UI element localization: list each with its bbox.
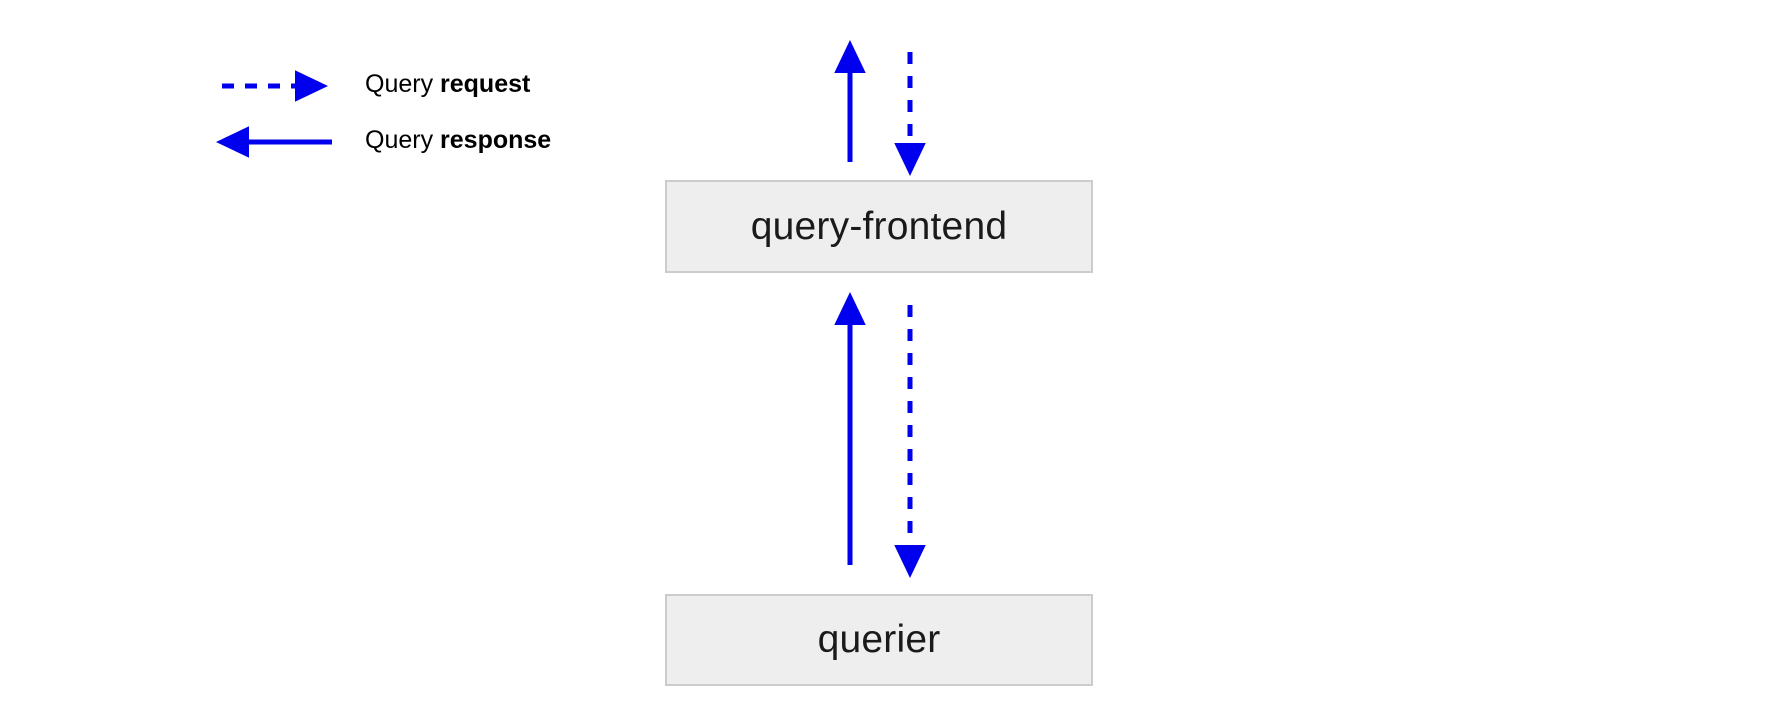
legend: Query request Query response xyxy=(200,56,720,168)
node-query-frontend[interactable]: query-frontend xyxy=(665,180,1093,273)
node-query-frontend-label: query-frontend xyxy=(750,204,1008,248)
legend-label-query-request: Query request xyxy=(365,56,530,112)
legend-keyword: response xyxy=(440,126,552,154)
edge-inbound-request xyxy=(893,52,927,164)
legend-prefix: Query xyxy=(365,126,441,154)
edge-frontend-to-querier-request xyxy=(893,305,927,567)
legend-keyword: request xyxy=(440,70,531,98)
solid-arrow-left-icon xyxy=(200,112,350,168)
dashed-arrow-right-icon xyxy=(200,56,350,112)
legend-item-query-response: Query response xyxy=(200,112,720,168)
node-querier-label: querier xyxy=(817,618,941,661)
legend-prefix: Query xyxy=(365,70,441,98)
edge-inbound-response xyxy=(833,52,867,164)
edge-querier-to-frontend-response xyxy=(833,305,867,567)
legend-label-query-response: Query response xyxy=(365,112,551,168)
legend-item-query-request: Query request xyxy=(200,56,720,112)
node-querier[interactable]: querier xyxy=(665,594,1093,686)
